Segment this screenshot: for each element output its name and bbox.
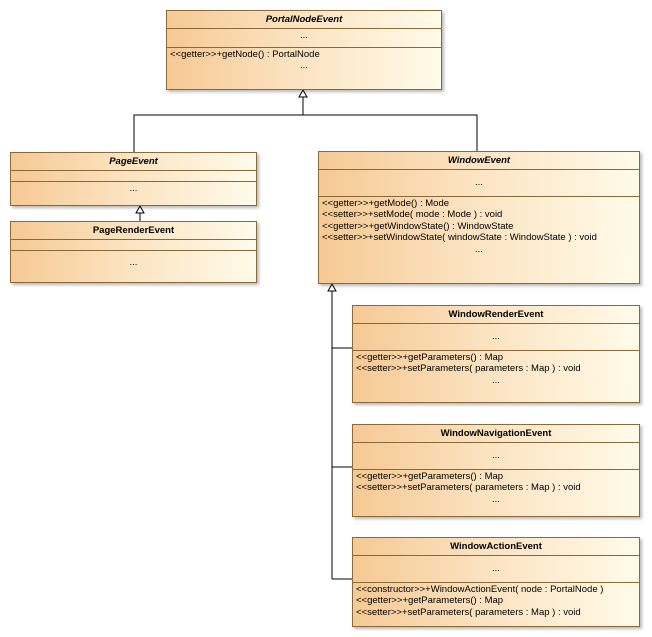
attributes-compartment: ...: [353, 554, 639, 582]
operation: <<setter>>+setParameters( parameters : M…: [356, 606, 581, 618]
operations-ellipsis: ...: [129, 256, 138, 268]
operation: <<getter>>+getNode() : PortalNode: [170, 48, 320, 60]
operation: <<getter>>+getWindowState() : WindowStat…: [322, 220, 514, 232]
attributes-compartment: [11, 169, 256, 181]
attributes-compartment: ...: [319, 168, 639, 196]
operation: <<setter>>+setParameters( parameters : M…: [356, 482, 581, 493]
edge-window-event-to-portal-node-event: [303, 114, 478, 151]
operations-ellipsis: ...: [475, 243, 483, 255]
attributes-ellipsis: ...: [492, 449, 500, 461]
class-portal-node-event: PortalNodeEvent ... <<getter>>+getNode()…: [166, 10, 442, 90]
class-window-navigation-event: WindowNavigationEvent ... <<getter>>+get…: [352, 424, 640, 517]
operations-compartment: <<getter>>+getNode() : PortalNode ...: [167, 46, 441, 73]
class-name: WindowEvent: [447, 155, 511, 166]
class-name: WindowNavigationEvent: [440, 428, 552, 439]
operations-compartment: ...: [11, 180, 256, 196]
attributes-ellipsis: ...: [475, 176, 483, 188]
class-window-action-event: WindowActionEvent ... <<constructor>>+Wi…: [352, 537, 640, 627]
attributes-compartment: ...: [167, 27, 441, 47]
attributes-compartment: ...: [353, 322, 639, 350]
operations-compartment: <<getter>>+getParameters() : Map <<sette…: [353, 468, 639, 507]
class-page-render-event: PageRenderEvent ...: [10, 221, 257, 283]
attributes-ellipsis: ...: [300, 29, 308, 41]
operations-compartment: ...: [11, 249, 256, 270]
attributes-compartment: ...: [353, 441, 639, 469]
operations-compartment: <<constructor>>+WindowActionEvent( node …: [353, 581, 639, 620]
operation: <<getter>>+getParameters() : Map: [356, 470, 504, 482]
operations-compartment: <<getter>>+getParameters() : Map <<sette…: [353, 349, 639, 388]
operation: <<getter>>+getParameters() : Map: [356, 595, 504, 606]
operations-compartment: <<getter>>+getMode() : Mode <<setter>>+s…: [319, 195, 639, 257]
class-name: PageEvent: [109, 156, 158, 167]
operation: <<getter>>+getMode() : Mode: [322, 197, 450, 209]
operation: <<setter>>+setParameters( parameters : M…: [356, 363, 581, 374]
operation: <<setter>>+setWindowState( windowState :…: [322, 232, 597, 243]
class-window-event: WindowEvent ... <<getter>>+getMode() : M…: [318, 151, 640, 284]
class-page-event: PageEvent ...: [10, 152, 257, 206]
operation: <<setter>>+setMode( mode : Mode ) : void: [322, 209, 503, 220]
attributes-ellipsis: ...: [492, 330, 500, 342]
operations-ellipsis: ...: [492, 374, 500, 386]
operations-ellipsis: ...: [492, 493, 500, 505]
class-name: WindowActionEvent: [450, 541, 542, 552]
operations-ellipsis: ...: [300, 60, 308, 71]
class-name: WindowRenderEvent: [448, 309, 544, 320]
class-window-render-event: WindowRenderEvent ... <<getter>>+getPara…: [352, 305, 640, 403]
arrowhead-page-event: [135, 204, 145, 214]
class-name: PortalNodeEvent: [265, 14, 343, 25]
arrowhead-window-event: [327, 282, 337, 292]
arrowhead-portal-node-event: [298, 88, 308, 98]
operation: <<getter>>+getParameters() : Map: [356, 351, 504, 363]
attributes-ellipsis: ...: [492, 562, 500, 574]
edge-page-event-to-portal-node-event: [133, 97, 304, 152]
class-name: PageRenderEvent: [92, 225, 175, 236]
operation: <<constructor>>+WindowActionEvent( node …: [356, 583, 604, 595]
operations-ellipsis: ...: [129, 182, 138, 194]
attributes-compartment: [11, 238, 256, 250]
